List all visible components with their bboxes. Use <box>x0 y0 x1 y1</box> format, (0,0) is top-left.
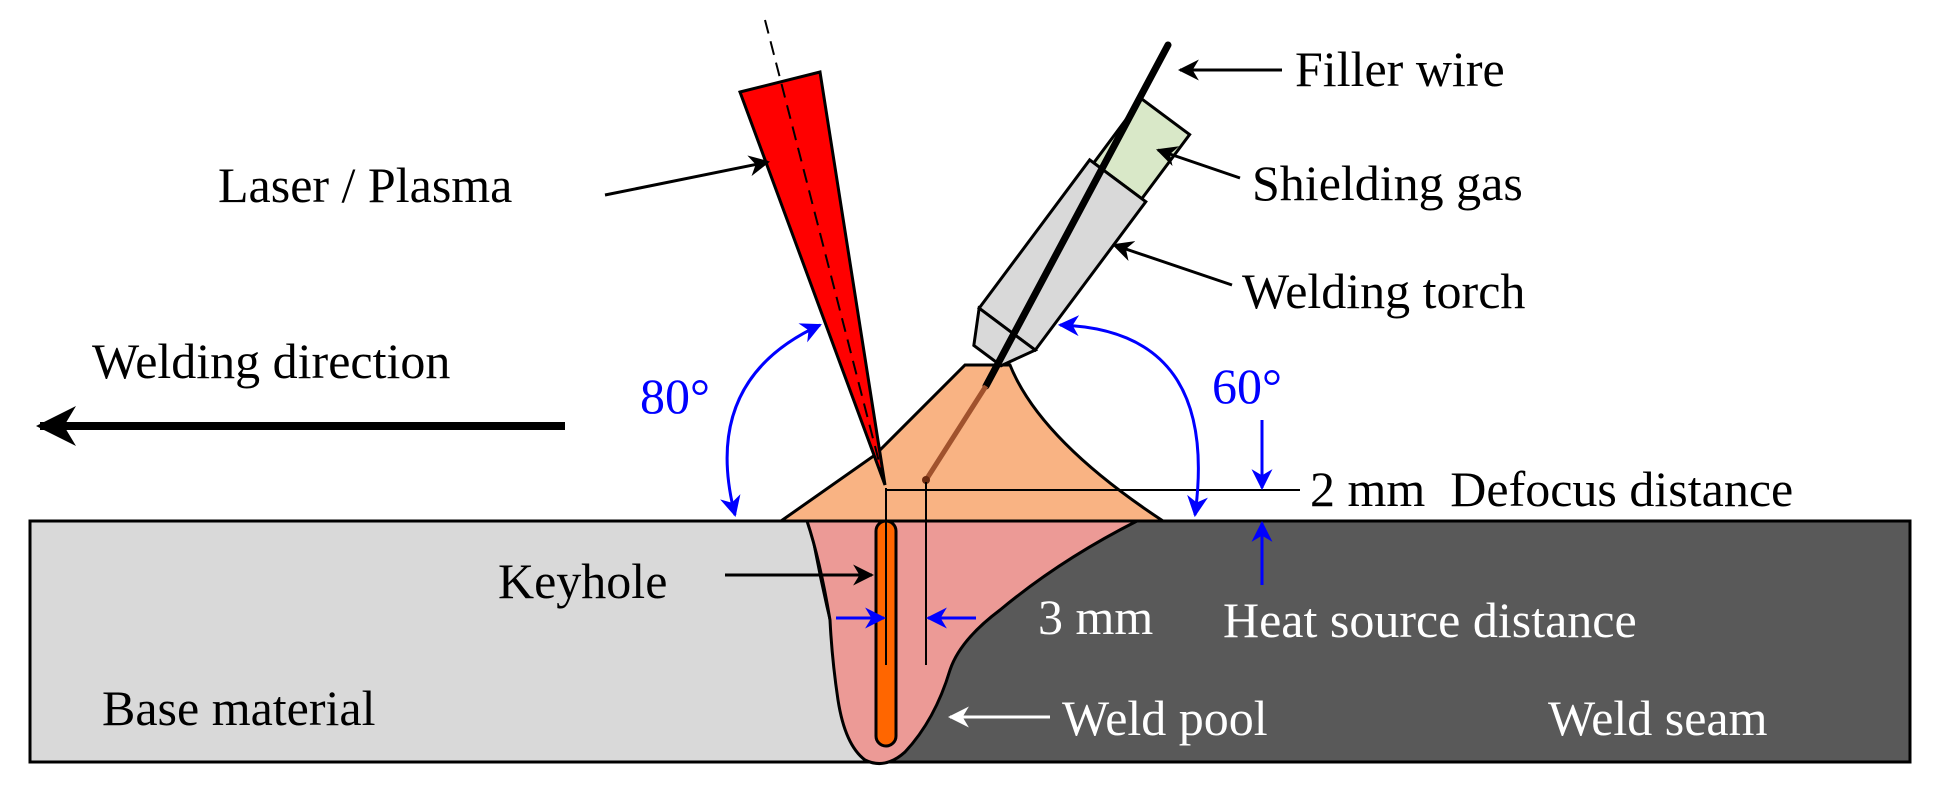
label-keyhole: Keyhole <box>498 553 667 609</box>
label-welding-direction: Welding direction <box>92 333 450 389</box>
welding-torch-body <box>977 157 1148 353</box>
label-angle-laser: 80° <box>640 368 710 424</box>
welding-torch-leader <box>1112 241 1233 287</box>
filler-wire-end <box>922 476 930 484</box>
label-filler-wire: Filler wire <box>1295 41 1505 97</box>
label-angle-torch: 60° <box>1212 358 1282 414</box>
filler-wire-tip <box>923 384 989 482</box>
laser-plasma-leader <box>604 155 771 197</box>
label-weld-pool: Weld pool <box>1062 690 1268 746</box>
label-base-material: Base material <box>102 680 376 736</box>
label-heat-source-distance: Heat source distance <box>1223 592 1637 648</box>
laser-axis-line <box>764 19 886 486</box>
laser-beam-cone <box>738 70 887 486</box>
filler-wire-line <box>982 41 1172 390</box>
angle-arc-torch <box>1057 315 1208 518</box>
label-weld-seam: Weld seam <box>1548 690 1768 746</box>
arc-plasma-cone <box>776 363 1169 523</box>
label-laser-plasma: Laser / Plasma <box>218 157 512 213</box>
label-defocus-distance: 2 mm Defocus distance <box>1310 461 1793 517</box>
label-shielding-gas: Shielding gas <box>1252 155 1523 211</box>
angle-arc-laser <box>720 323 822 518</box>
label-welding-torch: Welding torch <box>1242 263 1525 319</box>
welding-torch-assembly <box>972 96 1192 368</box>
shielding-gas-leader <box>1156 146 1241 180</box>
label-heat-source-gap: 3 mm <box>1038 589 1153 645</box>
